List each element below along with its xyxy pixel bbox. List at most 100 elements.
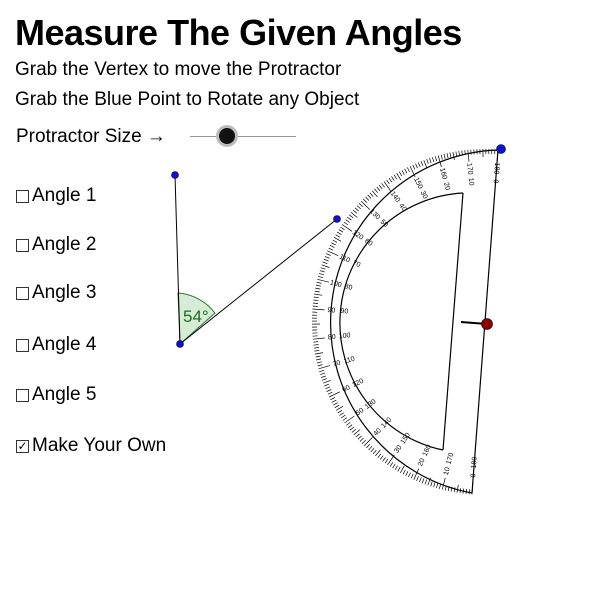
protractor-outer-label: 120	[351, 229, 365, 241]
protractor-tick	[333, 236, 342, 242]
protractor-tick	[316, 361, 322, 364]
protractor-tick	[388, 177, 393, 183]
protractor-tick	[398, 171, 403, 177]
protractor-tick	[361, 439, 366, 444]
protractor-tick	[410, 473, 414, 479]
protractor-tick	[378, 184, 383, 190]
protractor-tick	[402, 469, 406, 475]
protractor-tick	[327, 250, 339, 257]
protractor-outer-label: 110	[338, 253, 351, 264]
angle-3-checkbox[interactable]: Angle 3	[16, 280, 96, 306]
protractor-inner-label: 0	[492, 179, 499, 184]
protractor-tick	[419, 477, 422, 483]
protractor-outer-label: 90	[327, 307, 335, 315]
protractor-tick	[413, 468, 420, 480]
protractor-tick	[337, 231, 342, 235]
protractor-tick	[326, 389, 332, 392]
protractor-tick	[352, 209, 358, 214]
protractor-tick	[319, 270, 325, 273]
protractor-tick	[339, 412, 344, 416]
protractor-tick	[447, 486, 450, 492]
page-title: Measure The Given Angles	[15, 12, 462, 53]
protractor-tick	[356, 205, 361, 210]
slider-track	[190, 136, 296, 137]
protractor-ticks	[311, 148, 499, 495]
protractor-tick	[421, 478, 425, 484]
protractor-inner-label: 180	[471, 456, 479, 468]
protractor-tick	[315, 287, 321, 290]
protractor-tick	[377, 453, 382, 459]
protractor-tick	[316, 281, 322, 284]
protractor-tick	[313, 344, 319, 346]
protractor-tick	[434, 156, 438, 162]
checkbox-box[interactable]: ✓	[16, 438, 29, 453]
protractor-inner-label: 70	[351, 260, 361, 270]
checkbox-box[interactable]	[16, 338, 29, 352]
protractor-tick	[353, 429, 361, 436]
protractor-tick	[355, 433, 360, 438]
protractor-inner-label: 160	[422, 444, 433, 458]
protractor-tick	[335, 234, 341, 238]
protractor-tick	[341, 224, 353, 232]
protractor-tick	[446, 153, 449, 159]
protractor-tick	[427, 477, 431, 486]
protractor-tick	[424, 479, 428, 485]
protractor-tick	[313, 347, 319, 349]
protractor-inner-label: 110	[343, 356, 356, 366]
checkbox-box[interactable]	[16, 286, 29, 300]
protractor-outer-label: 140	[389, 190, 402, 204]
protractor-outer-label: 10	[443, 467, 452, 476]
protractor-tick	[348, 214, 354, 219]
protractor-outer-label: 20	[417, 457, 427, 467]
protractor-size-label: Protractor Size →	[16, 126, 166, 147]
protractor-tick	[359, 437, 364, 442]
protractor-tick	[453, 487, 456, 493]
protractor-outer-label: 60	[341, 384, 351, 394]
ray-endpoint-right[interactable]	[333, 215, 341, 223]
protractor-tick	[334, 404, 340, 409]
instruction-rotate-object: Grab the Blue Point to Rotate any Object	[15, 89, 360, 110]
protractor-tick	[328, 391, 341, 398]
angle-1-checkbox[interactable]: Angle 1	[16, 183, 96, 209]
protractor-inner-label: 100	[339, 332, 351, 340]
angle-ray-2	[179, 218, 338, 345]
angle-4-checkbox[interactable]: Angle 4	[16, 332, 96, 358]
protractor-tick	[314, 290, 320, 293]
angle-2-checkbox[interactable]: Angle 2	[16, 232, 96, 258]
protractor-inner-label: 80	[344, 283, 353, 292]
protractor-tick	[409, 165, 416, 178]
protractor-tick	[365, 196, 370, 201]
protractor-rotate-point[interactable]	[496, 144, 506, 154]
protractor-tick	[323, 258, 329, 262]
protractor-outer-label: 70	[332, 360, 341, 369]
angle-5-checkbox[interactable]: Angle 5	[16, 382, 96, 408]
checkbox-box[interactable]	[16, 388, 29, 402]
ray-endpoint-top[interactable]	[171, 171, 179, 179]
protractor-tick	[320, 372, 326, 375]
make-your-own-checkbox[interactable]: ✓ Make Your Own	[16, 433, 166, 459]
protractor-tick	[420, 161, 424, 167]
checkbox-label: Angle 2	[32, 234, 97, 255]
checkbox-label: Angle 3	[32, 282, 97, 303]
checkbox-box[interactable]	[16, 238, 29, 252]
protractor-tick	[376, 186, 381, 192]
checkbox-box[interactable]	[16, 189, 29, 203]
protractor-size-slider[interactable]	[190, 124, 296, 148]
protractor-inner-label: 10	[467, 178, 475, 187]
protractor-tick	[379, 455, 384, 460]
protractor-tick	[347, 216, 352, 221]
angle-vertex-point[interactable]	[176, 340, 184, 348]
protractor-outer-label: 100	[329, 279, 342, 289]
protractor-tick	[328, 247, 334, 251]
checkbox-label: Angle 1	[32, 185, 97, 206]
protractor-tick	[441, 477, 446, 490]
protractor-tick	[314, 349, 320, 352]
protractor-tick	[314, 352, 323, 355]
protractor-tick	[458, 150, 460, 156]
protractor-tick	[321, 378, 327, 381]
protractor-tick	[394, 465, 398, 470]
protractor-tick	[331, 399, 337, 403]
protractor-vertex-point[interactable]	[481, 318, 493, 330]
protractor-tick	[321, 264, 330, 268]
slider-thumb[interactable]	[219, 128, 235, 144]
